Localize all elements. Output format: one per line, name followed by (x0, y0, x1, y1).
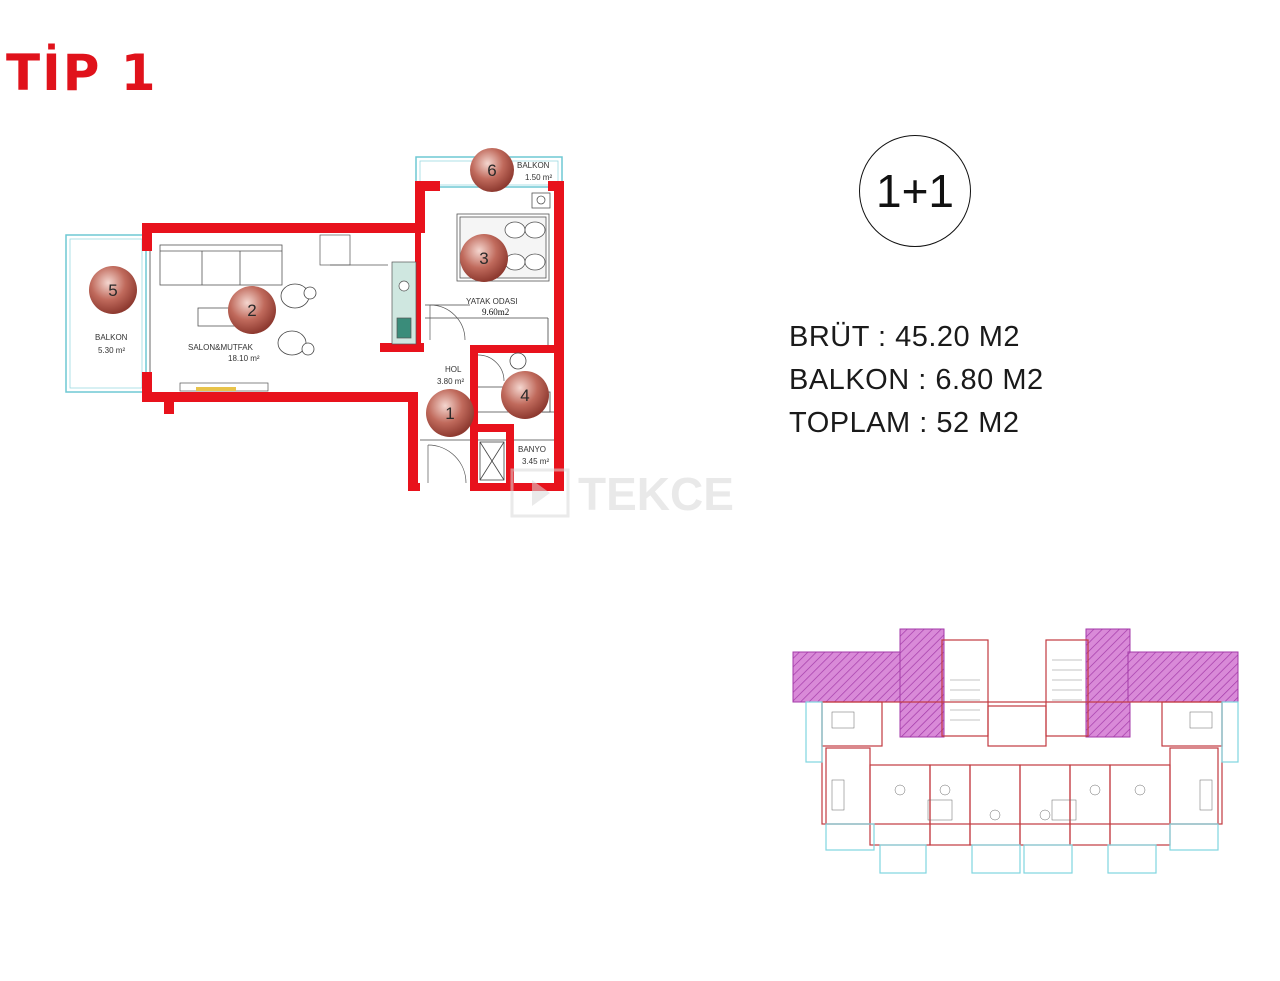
room-marker-1: 1 (426, 389, 474, 437)
hall-area: 3.80 m² (437, 377, 464, 386)
left-balcony-name: BALKON (95, 333, 128, 342)
living-kitchen-name: SALON&MUTFAK (188, 343, 254, 352)
balcony-area: BALKON : 6.80 M2 (789, 364, 1044, 396)
bedroom-area: 9.60m2 (482, 307, 509, 317)
total-area: TOPLAM : 52 M2 (789, 407, 1020, 439)
unit-floor-plan: BALKON 1.50 m² YATAK ODASI 9.60m2 SALON&… (65, 148, 734, 520)
door-swings (427, 304, 505, 484)
watermark: TEKCE (510, 468, 734, 520)
marker-label-6: 6 (487, 161, 496, 180)
building-key-plan (792, 628, 1239, 874)
marker-label-3: 3 (479, 249, 488, 268)
bathroom-name: BANYO (518, 445, 546, 454)
watermark-text: TEKCE (578, 468, 734, 520)
gross-area: BRÜT : 45.20 M2 (789, 321, 1021, 353)
left-balcony-area: 5.30 m² (98, 346, 125, 355)
highlighted-units (792, 628, 1239, 738)
marker-label-4: 4 (520, 386, 529, 405)
bathroom-area: 3.45 m² (522, 457, 549, 466)
marker-label-1: 1 (445, 404, 454, 423)
area-summary: BRÜT : 45.20 M2 BALKON : 6.80 M2 TOPLAM … (789, 316, 1044, 445)
key-plan-furniture (831, 711, 1213, 821)
unit-type-badge: 1+1 (859, 135, 971, 247)
left-balcony (65, 234, 147, 393)
room-marker-2: 2 (228, 286, 276, 334)
marker-label-5: 5 (108, 281, 117, 300)
room-marker-3: 3 (460, 234, 508, 282)
sofa (159, 244, 283, 327)
top-balcony-area: 1.50 m² (525, 173, 552, 182)
unit-type-label: 1+1 (875, 165, 955, 217)
key-plan-walls (821, 639, 1223, 846)
room-marker-4: 4 (501, 371, 549, 419)
room-marker-5: 5 (89, 266, 137, 314)
living-kitchen-area: 18.10 m² (228, 354, 260, 363)
key-plan-stairs (950, 659, 1082, 721)
room-marker-6: 6 (470, 148, 514, 192)
exterior-walls (142, 181, 564, 491)
marker-label-2: 2 (247, 301, 256, 320)
bedroom-name: YATAK ODASI (466, 297, 518, 306)
chairs (277, 283, 317, 356)
plan-title: TİP 1 (6, 44, 158, 102)
key-plan-balconies (805, 701, 1239, 874)
hall-name: HOL (445, 365, 462, 374)
top-balcony-name: BALKON (517, 161, 550, 170)
kitchen-counter (319, 234, 417, 345)
